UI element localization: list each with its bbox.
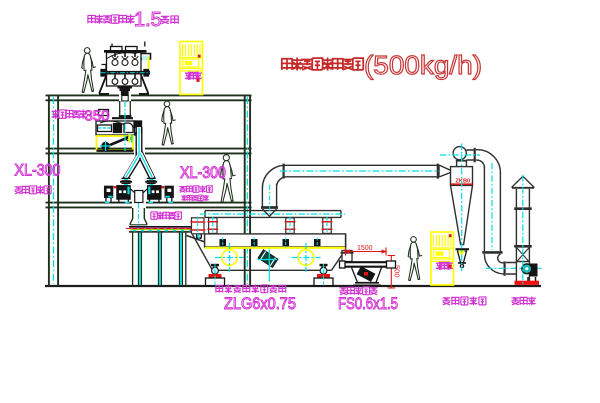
svg-text:350: 350 (85, 108, 110, 125)
svg-text:XL-300: XL-300 (180, 163, 226, 182)
svg-text:1500: 1500 (357, 245, 373, 252)
svg-text:ZKB0: ZKB0 (456, 178, 471, 184)
svg-text:1.5: 1.5 (134, 9, 162, 31)
svg-text:(500kg/h): (500kg/h) (364, 50, 482, 80)
svg-text:500: 500 (393, 265, 402, 278)
svg-text:FS0.6x1.5: FS0.6x1.5 (338, 295, 398, 313)
svg-text:XL-300: XL-300 (15, 161, 61, 180)
svg-text:ZLG6x0.75: ZLG6x0.75 (224, 295, 296, 313)
